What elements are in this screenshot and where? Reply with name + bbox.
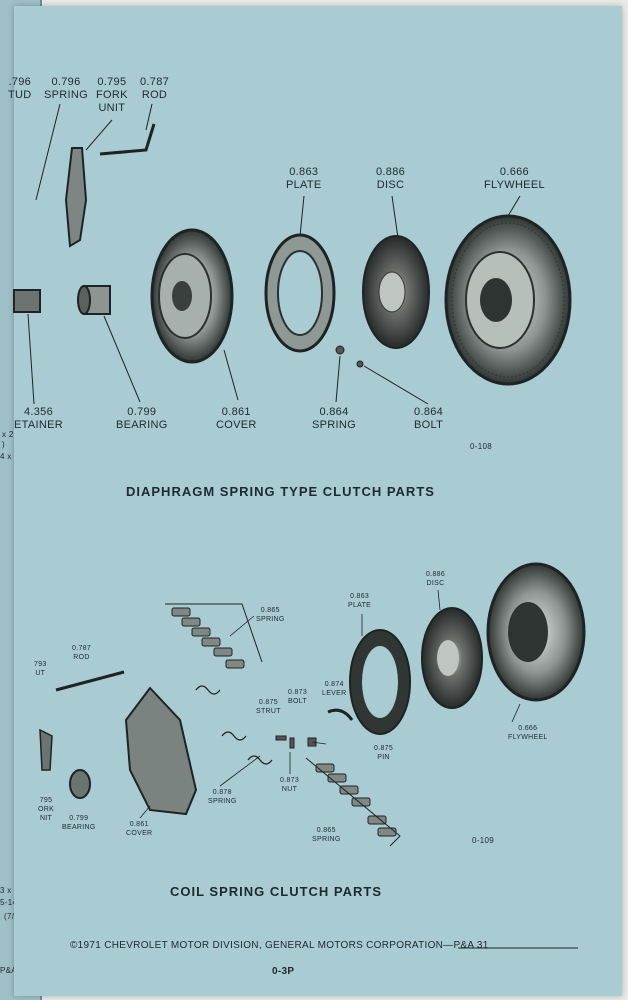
bearing-part — [77, 285, 111, 315]
bracket-bottom — [305, 757, 401, 847]
prev-page-text: ) — [2, 440, 5, 449]
bearing-part-2 — [69, 769, 91, 799]
figure-title-1: DIAPHRAGM SPRING TYPE CLUTCH PARTS — [126, 484, 435, 499]
coil-springs-top — [171, 607, 245, 669]
prev-page-text: 4 x 2 — [0, 452, 19, 461]
cover-part-2 — [124, 686, 198, 816]
bracket-top — [165, 603, 263, 663]
rod-part — [99, 123, 156, 156]
leader-lines — [27, 103, 521, 405]
rod-part-2 — [55, 670, 125, 692]
spring-small-part — [335, 345, 345, 355]
page-number: 0-3P — [272, 966, 295, 977]
figure-number-1: 0-108 — [470, 442, 492, 451]
flywheel-part — [444, 214, 572, 386]
prev-page-text: x 2 — [2, 430, 14, 439]
springs-878 — [195, 685, 273, 765]
copyright-line: ©1971 CHEVROLET MOTOR DIVISION, GENERAL … — [70, 940, 489, 951]
plate-part — [264, 233, 336, 353]
plate-part-2 — [349, 629, 411, 735]
figure-number-2: 0-109 — [472, 836, 494, 845]
disc-part-2 — [421, 607, 483, 709]
disc-part — [362, 235, 430, 349]
fork-part-2 — [39, 728, 53, 771]
catalog-page — [14, 6, 622, 996]
flywheel-part-2 — [486, 562, 586, 702]
fork-part — [64, 147, 88, 248]
leader-lines-2 — [139, 589, 521, 819]
figure-title-2: COIL SPRING CLUTCH PARTS — [170, 884, 383, 899]
cover-part — [150, 228, 234, 364]
bolt-small-part — [356, 360, 364, 368]
retainer-part — [13, 289, 41, 313]
